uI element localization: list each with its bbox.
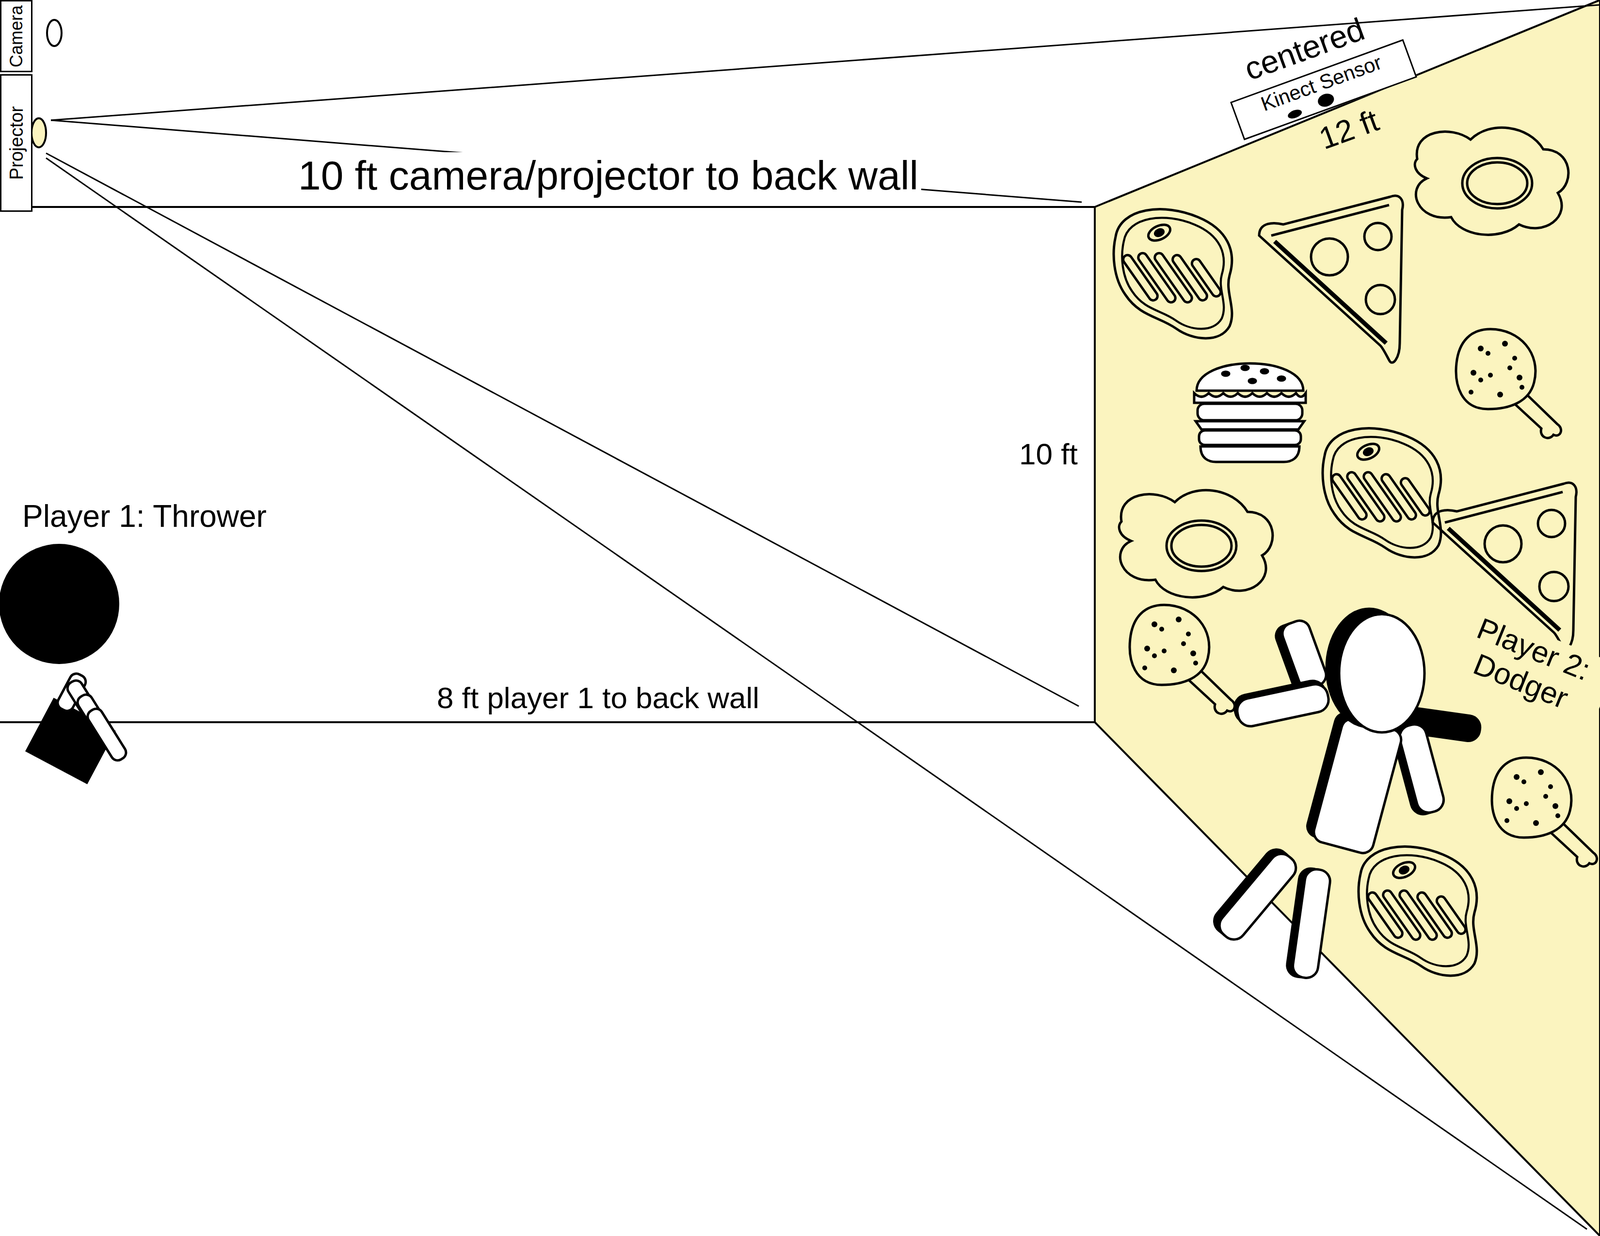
device-box: Projector	[0, 74, 33, 212]
device-label: Projector	[7, 106, 26, 180]
dimension-label: 10 ft camera/projector to back wall	[295, 152, 922, 200]
dimension-label: 8 ft player 1 to back wall	[433, 680, 763, 716]
device-box: Camera	[0, 0, 33, 73]
device-label: Camera	[7, 4, 26, 67]
dimension-label: Player 1: Thrower	[19, 498, 270, 535]
sensor-lens	[1286, 108, 1304, 121]
dimension-label: 10 ft	[1016, 436, 1081, 472]
